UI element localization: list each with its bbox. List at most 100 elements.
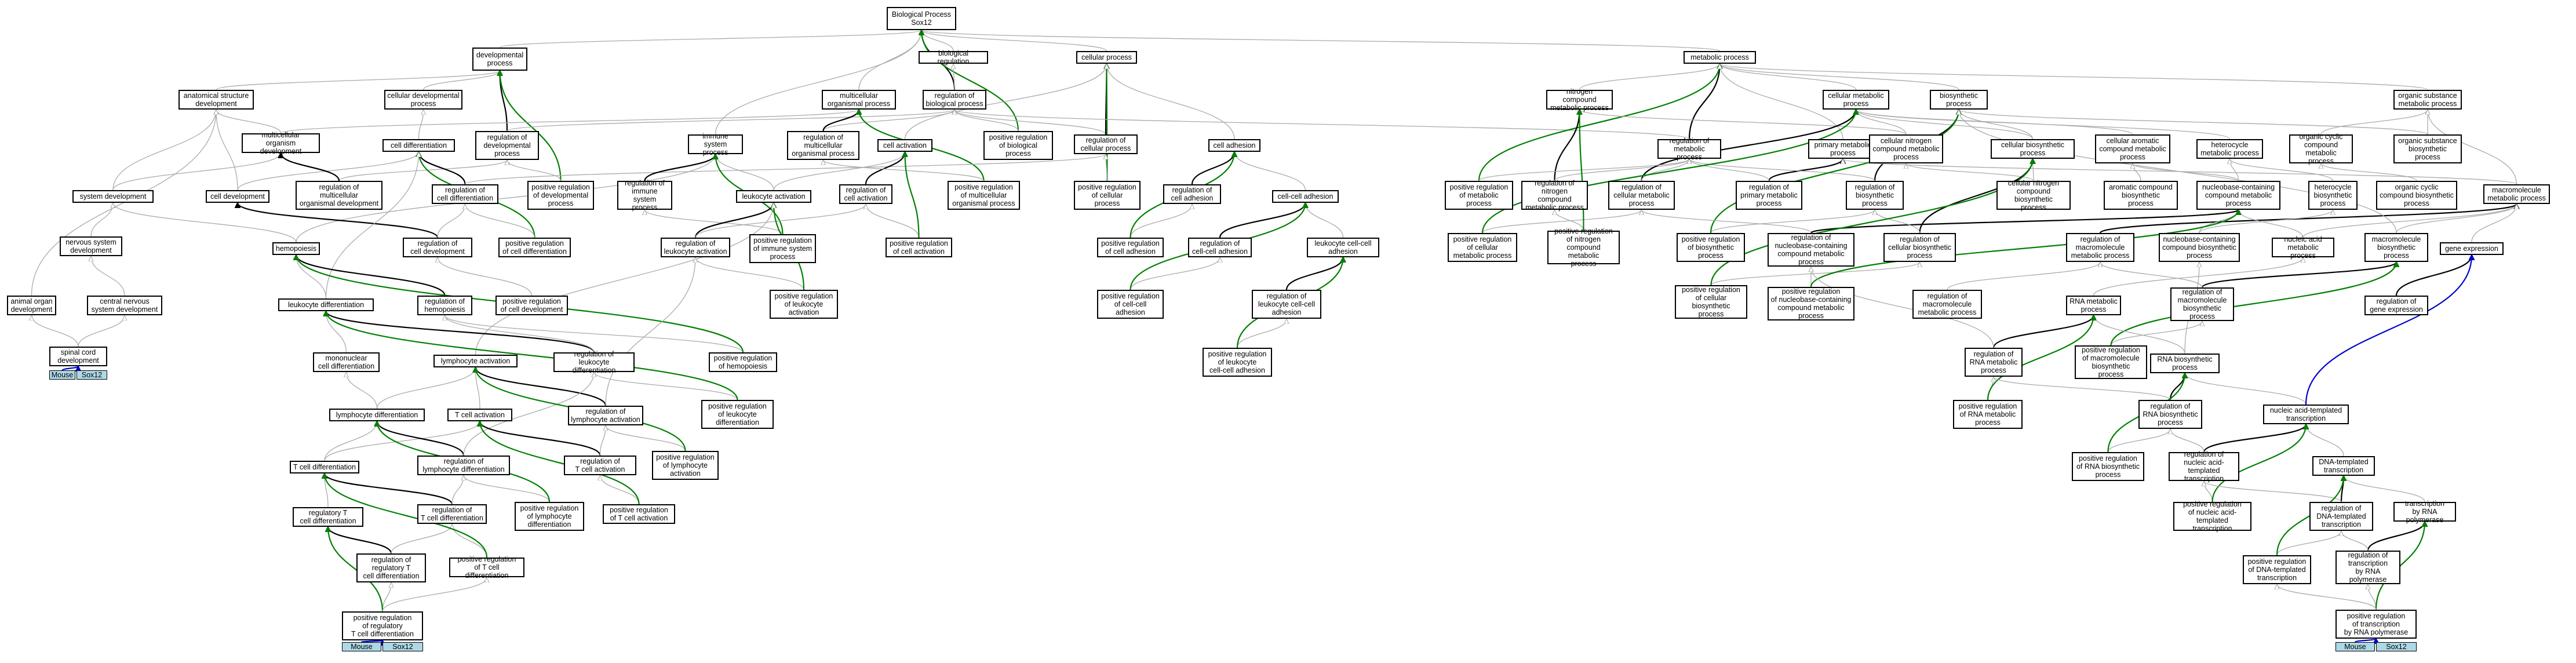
go-term-regleukact[interactable]: regulation of leukocyte activation	[661, 238, 730, 257]
go-term-prcellact[interactable]: positive regulation of cell activation	[886, 238, 952, 257]
go-term-nitro[interactable]: nitrogen compound metabolic process	[1546, 88, 1613, 112]
go-term-dnatx[interactable]: DNA-templated transcription	[2312, 456, 2375, 476]
go-term-leukact[interactable]: leukocyte activation	[736, 190, 811, 203]
go-term-prdnatx[interactable]: positive regulation of DNA-templated tra…	[2243, 555, 2311, 584]
go-term-rnamet[interactable]: RNA metabolic process	[2066, 296, 2121, 315]
go-term-regmacromet2[interactable]: regulation of macromolecule metabolic pr…	[1912, 290, 1982, 319]
go-term-nervous[interactable]: nervous system development	[60, 236, 122, 256]
go-term-hemo[interactable]: hemopoiesis	[272, 242, 320, 255]
go-term-regdnatx[interactable]: regulation of DNA-templated transcriptio…	[2309, 502, 2373, 531]
go-term-regcelladh[interactable]: regulation of cell adhesion	[1163, 184, 1221, 204]
go-term-prbio[interactable]: positive regulation of biological proces…	[983, 131, 1053, 160]
go-term-regdev[interactable]: regulation of developmental process	[475, 131, 539, 160]
go-term-devproc[interactable]: developmental process	[472, 48, 527, 71]
go-term-celldev[interactable]: cellular developmental process	[384, 90, 462, 110]
go-term-regmet[interactable]: regulation of metabolic process	[1657, 137, 1721, 161]
go-term-pr-reg-treg[interactable]: positive regulation of regulatory T cell…	[342, 611, 423, 640]
go-term-prleukact[interactable]: positive regulation of leukocyte activat…	[770, 290, 838, 319]
go-term-metproc[interactable]: metabolic process	[1684, 51, 1756, 64]
go-term-regnucleo[interactable]: regulation of nucleobase-containing comp…	[1768, 233, 1854, 267]
go-term-prdev[interactable]: positive regulation of developmental pro…	[527, 181, 594, 210]
go-term-cellact[interactable]: cell activation	[877, 139, 932, 152]
go-term-orgcycbio[interactable]: organic cyclic compound biosynthetic pro…	[2376, 181, 2457, 210]
go-term-regrnabio[interactable]: regulation of RNA biosynthetic process	[2138, 400, 2202, 429]
go-term-primm[interactable]: positive regulation of immune system pro…	[749, 234, 816, 263]
go-term-prnitro[interactable]: positive regulation of nitrogen compound…	[1547, 227, 1620, 268]
go-term-regmultidev[interactable]: regulation of multicellular organismal d…	[296, 181, 382, 210]
go-term-regcellbio[interactable]: regulation of cellular biosynthetic proc…	[1883, 233, 1956, 262]
tag-s3[interactable]: Sox12	[2376, 642, 2417, 651]
go-term-regleukdiff[interactable]: regulation of leukocyte differentiation	[553, 350, 635, 374]
go-term-nucleic[interactable]: nucleic acid metabolic process	[2272, 235, 2334, 260]
go-term-prcelladh[interactable]: positive regulation of cell adhesion	[1097, 238, 1164, 257]
go-term-mono[interactable]: mononuclear cell differentiation	[313, 352, 380, 372]
go-term-immsys[interactable]: immune system process	[688, 132, 743, 156]
go-term-reggeneexp[interactable]: regulation of gene expression	[2364, 296, 2428, 315]
go-term-biosyn[interactable]: biosynthetic process	[1930, 90, 1988, 110]
go-term-regcellact[interactable]: regulation of cell activation	[839, 184, 892, 204]
go-term-prleukdiff[interactable]: positive regulation of leukocyte differe…	[701, 400, 774, 429]
go-term-nucltx[interactable]: nucleic acid-templated transcription	[2263, 405, 2349, 424]
go-term-celladh[interactable]: cell adhesion	[1208, 139, 1260, 152]
go-term-regtdiff[interactable]: regulation of T cell differentiation	[417, 504, 487, 524]
go-term-orgsubbio[interactable]: organic substance biosynthetic process	[2393, 134, 2462, 163]
go-term-regcelldiff[interactable]: regulation of cell differentiation	[432, 184, 498, 204]
go-term-regtregdiff[interactable]: regulation of regulatory T cell differen…	[356, 553, 426, 582]
go-term-macro[interactable]: macromolecule metabolic process	[2483, 184, 2550, 204]
go-term-cellproc[interactable]: cellular process	[1076, 51, 1137, 64]
go-term-regcell[interactable]: regulation of cellular process	[1074, 134, 1138, 154]
go-term-reghemo[interactable]: regulation of hemopoiesis	[417, 296, 472, 315]
go-term-spinal[interactable]: spinal cord development	[49, 347, 107, 366]
go-term-prlymphact[interactable]: positive regulation of lymphocyte activa…	[652, 451, 719, 480]
go-term-multi[interactable]: multicellular organismal process	[822, 90, 896, 110]
go-term-prnucleo[interactable]: positive regulation of nucleobase-contai…	[1768, 287, 1854, 320]
go-term-tact[interactable]: T cell activation	[447, 409, 512, 421]
go-term-primmet[interactable]: primary metabolic process	[1808, 139, 1878, 159]
go-term-prmacrobio[interactable]: positive regulation of macromolecule bio…	[2075, 345, 2147, 379]
go-term-tdiff[interactable]: T cell differentiation	[290, 461, 359, 473]
go-term-prtact[interactable]: positive regulation of T cell activation	[603, 504, 675, 524]
go-term-regmacromet[interactable]: regulation of macromolecule metabolic pr…	[2066, 233, 2134, 262]
go-term-rnabio[interactable]: RNA biosynthetic process	[2150, 354, 2220, 373]
go-term-bp[interactable]: Biological Process Sox12	[887, 7, 956, 30]
go-term-pr-tx-pol[interactable]: positive regulation of transcription by …	[2335, 610, 2417, 639]
go-term-prmet[interactable]: positive regulation of metabolic process	[1445, 181, 1513, 210]
go-term-regcelladh2[interactable]: regulation of cell-cell adhesion	[1188, 238, 1252, 257]
go-term-prtdiff[interactable]: positive regulation of T cell differenti…	[449, 555, 524, 580]
go-term-regbiosyn[interactable]: regulation of biosynthetic process	[1846, 181, 1904, 210]
tag-m1[interactable]: Mouse	[49, 370, 75, 380]
go-term-cellmet[interactable]: cellular metabolic process	[1823, 90, 1889, 110]
go-term-orgcyc[interactable]: organic cyclic compound metabolic proces…	[2289, 133, 2353, 165]
go-term-heterobio[interactable]: heterocycle biosynthetic process	[2308, 181, 2358, 210]
go-term-regmulti[interactable]: regulation of multicellular organismal p…	[787, 131, 859, 160]
go-term-nucleobase[interactable]: nucleobase-containing compound metabolic…	[2196, 181, 2280, 210]
go-term-regnitro[interactable]: regulation of nitrogen compound metaboli…	[1521, 179, 1588, 212]
go-term-biolreg[interactable]: biological regulation	[919, 49, 988, 65]
go-term-macrobio[interactable]: macromolecule biosynthetic process	[2364, 233, 2428, 262]
go-term-txpol[interactable]: transcription by RNA polymerase	[2393, 500, 2456, 524]
go-term-tregdiff[interactable]: regulatory T cell differentiation	[293, 507, 363, 527]
go-term-prhemo[interactable]: positive regulation of hemopoiesis	[709, 352, 777, 372]
go-term-cellnitrobio[interactable]: cellular nitrogen compound biosynthetic …	[1996, 179, 2071, 212]
go-term-regtxpol[interactable]: regulation of transcription by RNA polym…	[2335, 551, 2400, 584]
go-term-reglymphact[interactable]: regulation of lymphocyte activation	[568, 406, 643, 425]
go-term-prbiosyn[interactable]: positive regulation of biosynthetic proc…	[1677, 233, 1745, 262]
go-term-lymphact[interactable]: lymphocyte activation	[433, 355, 518, 367]
go-term-regcelldev[interactable]: regulation of cell development	[403, 238, 472, 257]
go-term-regcellmet[interactable]: regulation of cellular metabolic process	[1608, 181, 1675, 210]
go-term-multidev[interactable]: multicellular organism development	[242, 131, 320, 155]
tag-m2[interactable]: Mouse	[342, 642, 381, 651]
go-term-sysdev[interactable]: system development	[72, 190, 154, 203]
go-term-anat[interactable]: anatomical structure development	[178, 90, 254, 110]
go-term-prcell[interactable]: positive regulation of cellular process	[1074, 181, 1141, 210]
go-term-prlymphdiff[interactable]: positive regulation of lymphocyte differ…	[515, 502, 584, 531]
go-term-prcellcelladh[interactable]: positive regulation of cell-cell adhesio…	[1097, 290, 1164, 319]
go-term-orgsub[interactable]: organic substance metabolic process	[2393, 90, 2462, 110]
tag-s1[interactable]: Sox12	[76, 370, 107, 380]
tag-s2[interactable]: Sox12	[382, 642, 423, 651]
go-term-celldiff[interactable]: cell differentiation	[382, 139, 455, 152]
go-term-prleukcell[interactable]: positive regulation of leukocyte cell-ce…	[1203, 348, 1272, 377]
go-term-leukcell[interactable]: leukocyte cell-cell adhesion	[1307, 238, 1379, 257]
go-term-regrnamet[interactable]: regulation of RNA metabolic process	[1965, 348, 2023, 377]
go-term-cellnitro[interactable]: cellular nitrogen compound metabolic pro…	[1869, 134, 1943, 163]
